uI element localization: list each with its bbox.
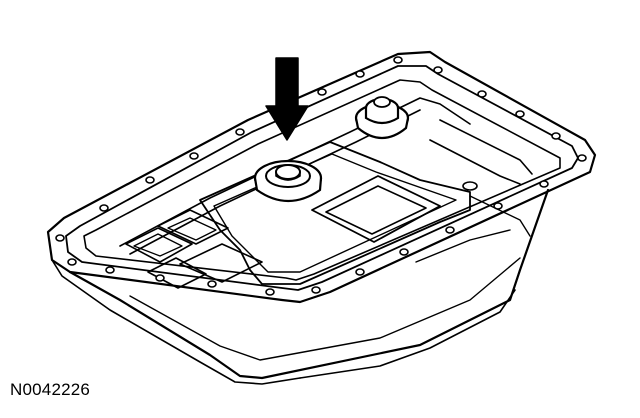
- bolt-hole: [355, 70, 365, 78]
- bolt-hole: [551, 132, 561, 140]
- right-rib-3: [469, 195, 531, 237]
- bolt-hole: [393, 56, 403, 64]
- right-wall-fold: [415, 229, 511, 263]
- bolt-hole: [189, 152, 199, 160]
- pocket-left-2-inner: [167, 217, 217, 241]
- pocket-right-inner: [325, 185, 427, 235]
- pan-skirt-bottom-line: [299, 289, 516, 379]
- bolt-hole: [445, 226, 455, 234]
- raised-platform: [199, 141, 471, 285]
- bolt-hole: [145, 176, 155, 184]
- bolt-hole: [99, 204, 109, 212]
- right-rib-1: [439, 119, 533, 175]
- bolt-hole: [539, 180, 549, 188]
- pocket-left-1: [125, 227, 193, 263]
- bolt-hole: [235, 128, 245, 136]
- bolt-hole: [105, 266, 115, 274]
- bolt-hole: [55, 234, 65, 242]
- indicator-arrow: [265, 57, 309, 141]
- pocket-left-3: [179, 243, 263, 283]
- pocket-left-4: [147, 257, 207, 289]
- pan-skirt-left-edge: [51, 259, 301, 385]
- bolt-hole: [311, 286, 321, 294]
- bolt-hole: [577, 154, 587, 162]
- bolt-hole: [155, 274, 165, 282]
- pocket-left-2: [157, 209, 229, 245]
- pan-skirt-inner-fold: [129, 257, 521, 361]
- bolt-hole: [355, 268, 365, 276]
- small-boss-right: [462, 181, 478, 191]
- pocket-left-1-inner: [133, 233, 183, 257]
- pan-inner-wall: [83, 79, 561, 281]
- flange-bolt-holes: [55, 56, 587, 296]
- bolt-hole: [433, 66, 443, 74]
- pan-skirt: [68, 188, 550, 380]
- bolt-hole: [399, 248, 409, 256]
- filter-boss: [354, 96, 410, 140]
- pocket-right-outer: [311, 175, 441, 243]
- bolt-hole: [477, 90, 487, 98]
- bolt-hole: [515, 110, 525, 118]
- raised-platform-inner: [213, 153, 457, 273]
- right-rib-2: [429, 139, 521, 185]
- drain-boss: [253, 159, 323, 202]
- bolt-hole: [265, 288, 275, 296]
- bolt-hole: [317, 88, 327, 96]
- bolt-hole: [67, 258, 77, 266]
- bolt-hole: [493, 202, 503, 210]
- bolt-hole: [207, 280, 217, 288]
- figure-code-label: N0042226: [10, 380, 91, 399]
